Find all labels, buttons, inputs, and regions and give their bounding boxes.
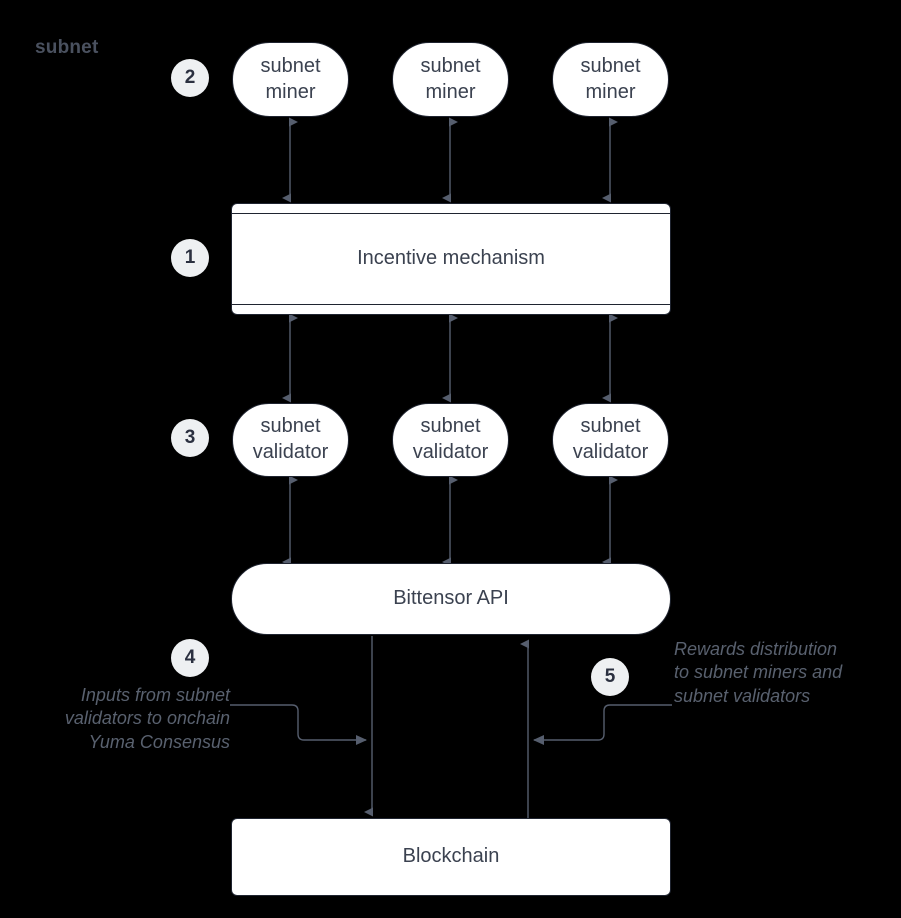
node-subnet-validator-1[interactable]: subnet validator (232, 403, 349, 477)
incentive-mechanism-label: Incentive mechanism (357, 247, 545, 270)
node-blockchain[interactable]: Blockchain (231, 818, 671, 896)
node-subnet-validator-2[interactable]: subnet validator (392, 403, 509, 477)
annotation-rewards-distribution: Rewards distribution to subnet miners an… (674, 639, 843, 706)
node-subnet-miner-1[interactable]: subnet miner (232, 42, 349, 117)
subnet-zone-label: subnet (35, 37, 99, 58)
step-badge-4: 4 (171, 639, 209, 677)
node-subnet-miner-3[interactable]: subnet miner (552, 42, 669, 117)
incentive-bottom-rule (232, 304, 670, 305)
step-badge-3: 3 (171, 419, 209, 457)
node-bittensor-api[interactable]: Bittensor API (231, 563, 671, 635)
node-subnet-validator-3[interactable]: subnet validator (552, 403, 669, 477)
step-badge-2: 2 (171, 59, 209, 97)
annotation-inputs-yuma-consensus: Inputs from subnet validators to onchain… (64, 685, 230, 752)
connector-rewards (533, 704, 672, 745)
node-subnet-miner-2[interactable]: subnet miner (392, 42, 509, 117)
node-incentive-mechanism[interactable]: Incentive mechanism (231, 203, 671, 315)
connector-inputs (230, 704, 367, 745)
step-badge-5: 5 (591, 658, 629, 696)
incentive-top-rule (232, 213, 670, 214)
step-badge-1: 1 (171, 239, 209, 277)
